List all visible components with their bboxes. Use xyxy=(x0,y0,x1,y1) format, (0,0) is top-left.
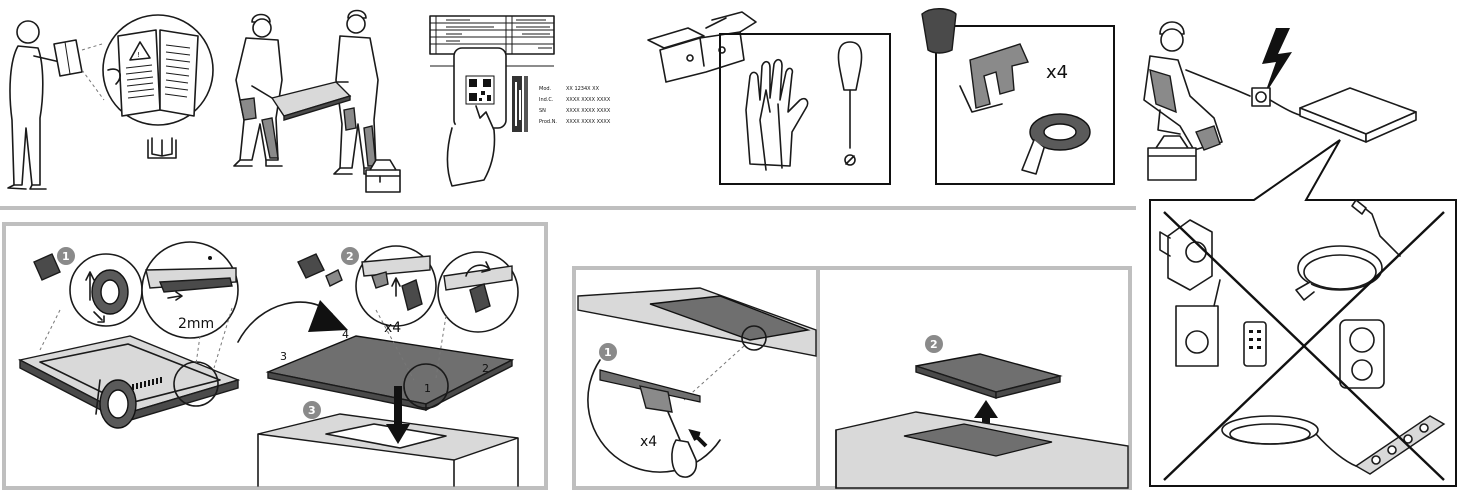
sealing-tape-roll-icon xyxy=(1022,114,1090,174)
clip-count-removal: x4 xyxy=(640,434,657,450)
fixing-clip-icon xyxy=(960,44,1028,112)
gap-measurement: 2mm xyxy=(178,316,214,332)
clip-quantity: x4 xyxy=(1046,62,1068,83)
empty-countertop-icon xyxy=(836,412,1128,488)
label-prod-value: XXXX XXXX XXXX xyxy=(566,119,611,125)
label-ind-value: XXXX XXXX XXXX xyxy=(566,97,611,103)
cooktop-box-icon xyxy=(1300,88,1416,142)
two-workers-carrying-icon xyxy=(234,11,380,175)
svg-text:!: ! xyxy=(137,51,140,59)
clip-release-zoom xyxy=(588,360,720,477)
step-number-2: 2 xyxy=(346,250,354,263)
removal-step-number-1: 1 xyxy=(604,346,612,359)
corner-label-1: 1 xyxy=(424,382,431,395)
timer-adapter-icon xyxy=(1340,320,1384,388)
corner-label-4: 4 xyxy=(342,328,349,341)
parts-bag-icon xyxy=(922,9,956,53)
corner-label-3: 3 xyxy=(280,350,287,363)
lifted-cooktop-icon xyxy=(916,354,1060,398)
gloves-icon xyxy=(746,60,808,170)
clip-zoom-circle-a xyxy=(356,246,436,326)
barcode-sticker: Mod. XX 1234X XX Ind.C. XXXX XXXX XXXX S… xyxy=(512,76,611,132)
label-ind-key: Ind.C. xyxy=(539,97,554,103)
step-number-1: 1 xyxy=(62,250,70,263)
tape-zoom-circle xyxy=(70,254,142,326)
electrician-icon xyxy=(1144,22,1250,150)
kit-frame xyxy=(936,26,1114,184)
removal-step-number-2: 2 xyxy=(930,338,938,351)
parts-bag-small-icon xyxy=(34,254,60,280)
label-model-key: Mod. xyxy=(539,86,552,92)
section-divider xyxy=(0,206,1136,210)
corner-label-2: 2 xyxy=(482,362,489,375)
label-prod-key: Prod.N. xyxy=(539,119,557,125)
book-icon xyxy=(148,138,176,158)
flip-arrow-icon xyxy=(238,300,348,342)
open-toolbox-icon xyxy=(648,12,756,82)
person-reading-manual-icon xyxy=(8,21,82,189)
phone-scanning-qr-icon xyxy=(448,48,507,186)
label-sn-key: SN xyxy=(539,108,546,114)
label-model-value: XX 1234X XX xyxy=(566,86,600,92)
label-sn-value: XXXX XXXX XXXX xyxy=(566,108,611,114)
parts-bag-small-2-icon xyxy=(298,254,342,286)
clip-zoom-circle-b xyxy=(438,252,518,332)
warning-manual-icon: ! xyxy=(82,15,213,125)
clip-count-install: x4 xyxy=(384,320,401,336)
screwdriver-icon xyxy=(838,42,861,165)
step-number-3: 3 xyxy=(308,404,316,417)
lightning-icon xyxy=(1262,28,1292,96)
